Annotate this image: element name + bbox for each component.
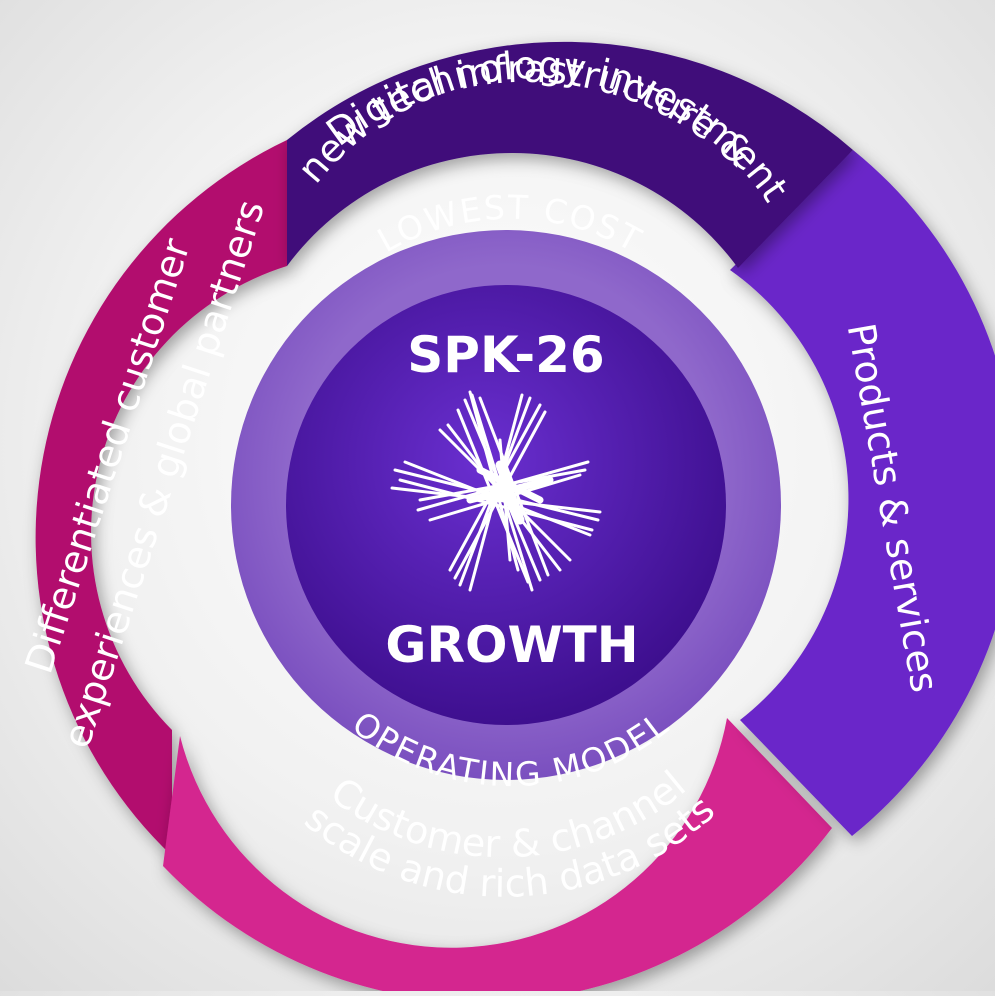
segment-bottom: [163, 718, 832, 996]
core-subtitle: GROWTH: [385, 616, 638, 674]
segment-top: [287, 41, 853, 269]
segment-left: [35, 140, 288, 856]
core-title: SPK-26: [407, 326, 604, 384]
starburst-logo-icon: [390, 390, 602, 592]
segment-right: [730, 150, 995, 836]
